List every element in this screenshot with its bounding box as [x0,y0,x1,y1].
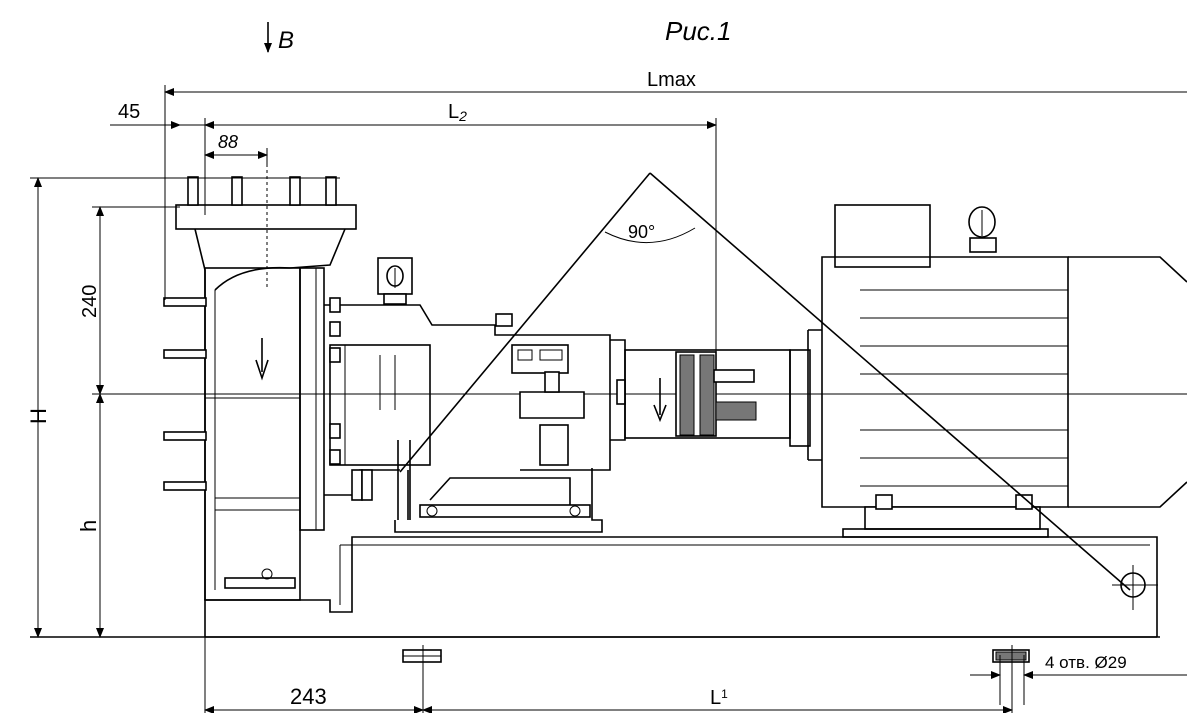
pump-casing [163,158,357,601]
dimension-lmax-label: Lmax [647,69,696,91]
l2-letter: L [448,101,459,123]
dimension-45-label: 45 [118,101,140,123]
dimension-h-axis-label: h [76,520,101,532]
dimension-h-total-label: H [26,408,51,424]
dimension-240-label: 240 [79,285,101,318]
electric-motor [807,204,1187,538]
l1-sub: 1 [721,687,728,701]
dimension-243-l1 [204,637,1013,713]
view-label: B [278,27,294,54]
base-frame [204,536,1158,663]
lifting-slings [399,172,1158,610]
dimension-88-label: 88 [218,132,238,152]
dimension-243-label: 243 [290,684,327,709]
angle-label: 90° [628,222,655,242]
bearing-bracket [324,257,626,533]
l2-sub: 2 [458,108,467,124]
dimension-holes-label: 4 отв. Ø29 [1045,653,1127,672]
dimension-240 [92,206,180,395]
dimension-lmax [164,85,1187,300]
dimension-h-total [30,177,190,638]
dimension-l2-label: L2 [448,101,467,124]
dimension-l2 [110,118,717,352]
figure-title: Рис.1 [665,16,732,46]
l1-letter: L [710,687,721,709]
dimension-l1-label: L1 [710,687,728,709]
dimension-88 [204,148,268,165]
coupling [624,349,811,447]
dimension-holes [970,655,1187,705]
